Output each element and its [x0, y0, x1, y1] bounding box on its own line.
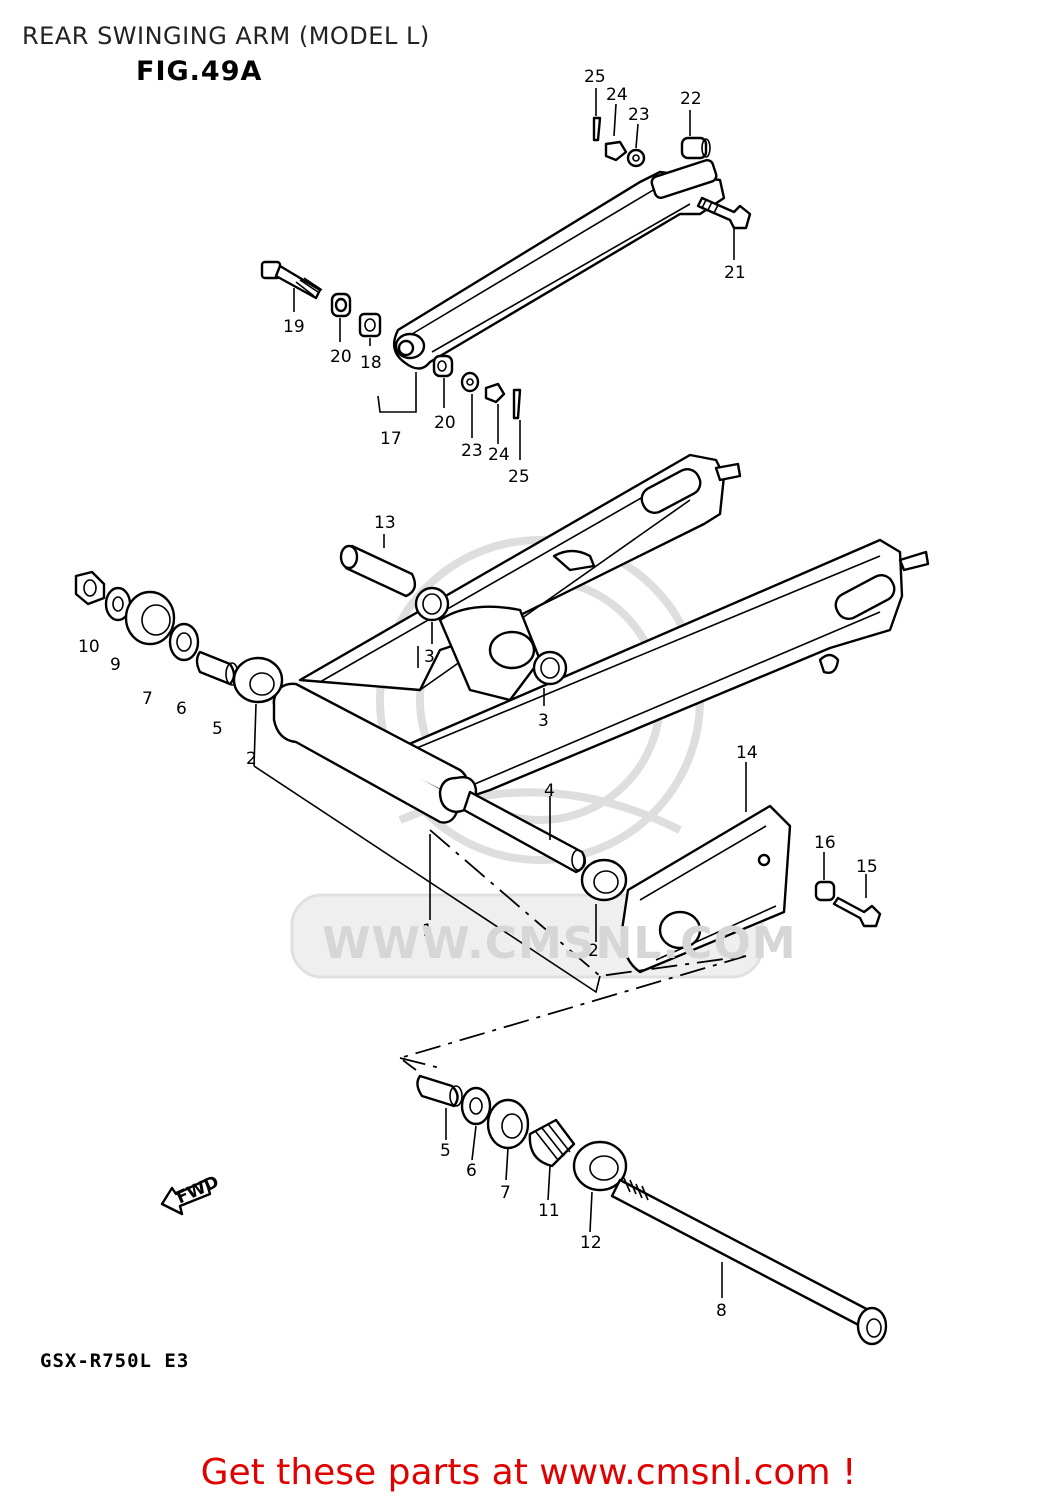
callout-13: 13 [374, 513, 396, 533]
callout-3: 3 [538, 711, 549, 731]
callout-20: 20 [330, 347, 352, 367]
callout-14: 14 [736, 743, 758, 763]
watermark-url: WWW.CMSNL.COM [322, 918, 797, 969]
callout-4: 4 [544, 781, 555, 801]
callout-9: 9 [110, 655, 121, 675]
shaft-13[interactable] [339, 544, 417, 598]
callout-23: 23 [461, 441, 483, 461]
callout-6: 6 [466, 1161, 477, 1181]
bearing-3-right[interactable] [532, 650, 568, 686]
callout-8: 8 [716, 1301, 727, 1321]
bolt-21[interactable] [696, 196, 752, 230]
cap-7-left[interactable] [124, 590, 176, 646]
bearing-3-left[interactable] [414, 586, 450, 622]
svg-text:FWD: FWD [173, 1172, 222, 1208]
bearing-2-left[interactable] [232, 656, 284, 704]
cotter-pin-25-upper[interactable] [592, 116, 602, 142]
figure-number: FIG.49A [136, 56, 263, 87]
shaft-4[interactable] [462, 790, 587, 874]
bolt-19[interactable] [260, 260, 323, 300]
lock-nut-12[interactable] [572, 1140, 628, 1192]
callout-7: 7 [500, 1183, 511, 1203]
washer-6-lower[interactable] [460, 1086, 492, 1126]
callout-23: 23 [628, 105, 650, 125]
callout-2: 2 [246, 749, 257, 769]
torque-link-assembly[interactable] [392, 159, 726, 370]
collar-16[interactable] [814, 880, 836, 902]
callout-16: 16 [814, 833, 836, 853]
callout-24: 24 [488, 445, 510, 465]
fwd-arrow-icon: FWD [160, 1172, 222, 1216]
page-title: REAR SWINGING ARM (MODEL L) [22, 22, 430, 50]
callout-7: 7 [142, 689, 153, 709]
bearing-2-right[interactable] [580, 858, 628, 902]
callout-22: 22 [680, 89, 702, 109]
nut-24-upper[interactable] [604, 140, 628, 162]
callout-19: 19 [283, 317, 305, 337]
cap-7-lower[interactable] [486, 1098, 530, 1150]
callout-25: 25 [584, 67, 606, 87]
leader-lines [253, 88, 867, 1298]
callout-21: 21 [724, 263, 746, 283]
callout-2: 2 [588, 941, 599, 961]
spacer-5-lower[interactable] [416, 1074, 463, 1108]
nut-10[interactable] [74, 570, 106, 606]
callout-11: 11 [538, 1201, 560, 1221]
callout-18: 18 [360, 353, 382, 373]
nut-24-lower[interactable] [484, 382, 506, 404]
callout-1: 1 [422, 921, 433, 941]
spacer-5-left[interactable] [195, 650, 239, 686]
nut-18[interactable] [358, 312, 382, 338]
callout-3: 3 [424, 647, 435, 667]
spacer-22[interactable] [680, 136, 711, 160]
swinging-arm-1[interactable] [272, 453, 930, 824]
adjuster-11[interactable] [528, 1118, 576, 1168]
pivot-shaft-8[interactable] [610, 1177, 888, 1346]
callout-labels: 25 24 23 22 21 19 20 18 17 20 23 24 25 1… [78, 67, 878, 1321]
callout-25: 25 [508, 467, 530, 487]
washer-23-lower[interactable] [460, 371, 480, 393]
cotter-pin-25-lower[interactable] [512, 388, 522, 420]
callout-12: 12 [580, 1233, 602, 1253]
callout-5: 5 [440, 1141, 451, 1161]
callout-5: 5 [212, 719, 223, 739]
chain-case-14[interactable] [620, 804, 792, 974]
collar-20-upper[interactable] [330, 292, 352, 318]
callout-15: 15 [856, 857, 878, 877]
bolt-15[interactable] [832, 896, 882, 928]
washer-23-upper[interactable] [626, 148, 646, 168]
collar-20-lower[interactable] [432, 354, 454, 378]
callout-6: 6 [176, 699, 187, 719]
callout-20: 20 [434, 413, 456, 433]
washer-6-left[interactable] [168, 622, 200, 662]
shop-link[interactable]: Get these parts at www.cmsnl.com ! [200, 1452, 857, 1493]
callout-10: 10 [78, 637, 100, 657]
assembly-lines [398, 829, 747, 1071]
callout-17: 17 [380, 429, 402, 449]
callout-24: 24 [606, 85, 628, 105]
model-code: GSX-R750L E3 [40, 1350, 190, 1372]
